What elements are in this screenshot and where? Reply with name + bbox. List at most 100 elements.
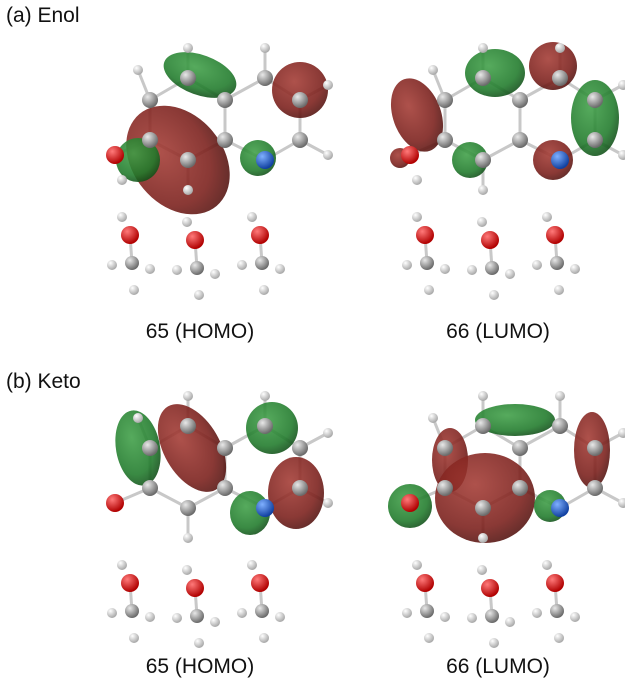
methanol-atom-h xyxy=(194,290,204,300)
methanol-atom-h xyxy=(505,269,515,279)
atom-h xyxy=(428,65,438,75)
atom-o xyxy=(106,146,124,164)
atom-c xyxy=(217,480,233,496)
methanol-atom-h xyxy=(477,565,487,575)
atom-h xyxy=(183,185,193,195)
caption-keto-lumo: 66 (LUMO) xyxy=(446,655,550,678)
methanol-atom-h xyxy=(172,613,182,623)
methanol-atom-o xyxy=(481,231,499,249)
atom-h xyxy=(183,43,193,53)
atom-n xyxy=(551,151,569,169)
atom-c xyxy=(475,418,491,434)
atom-c xyxy=(257,418,273,434)
atom-c xyxy=(180,152,196,168)
orbital-lobe-1 xyxy=(163,52,237,98)
atom-h xyxy=(555,391,565,401)
atom-h xyxy=(478,391,488,401)
atom-h xyxy=(618,498,625,508)
atom-c xyxy=(142,92,158,108)
molecule-panel-4 xyxy=(388,391,625,648)
methanol-atom-h xyxy=(107,608,117,618)
atom-c xyxy=(180,70,196,86)
atom-h xyxy=(478,43,488,53)
atom-h xyxy=(260,43,270,53)
methanol-atom-o xyxy=(121,574,139,592)
molecule-panel-3 xyxy=(106,391,333,648)
atom-c xyxy=(587,440,603,456)
methanol-atom-h xyxy=(424,285,434,295)
atom-h xyxy=(428,413,438,423)
methanol-atom-o xyxy=(121,226,139,244)
methanol-atom-h xyxy=(412,560,422,570)
methanol-atom-h xyxy=(505,617,515,627)
methanol-atom-h xyxy=(467,265,477,275)
methanol-atom-h xyxy=(237,608,247,618)
methanol-atom-h xyxy=(237,260,247,270)
orbital-lobe-2 xyxy=(272,62,328,118)
orbital-lobe-2 xyxy=(529,42,577,90)
orbital-lobe-5 xyxy=(452,142,488,178)
methanol-atom-h xyxy=(182,217,192,227)
atom-c xyxy=(512,132,528,148)
methanol-atom-o xyxy=(416,226,434,244)
atom-c xyxy=(180,418,196,434)
atom-c xyxy=(217,92,233,108)
atom-c xyxy=(437,440,453,456)
atom-c xyxy=(437,480,453,496)
atom-c xyxy=(180,500,196,516)
methanol-atom-h xyxy=(412,212,422,222)
methanol-atom-h xyxy=(194,638,204,648)
methanol-atom-h xyxy=(210,269,220,279)
methanol-atom-h xyxy=(467,613,477,623)
methanol-atom-h xyxy=(440,264,450,274)
methanol-atom-o xyxy=(186,579,204,597)
atom-c xyxy=(587,132,603,148)
atom-h xyxy=(323,428,333,438)
methanol-atom-c xyxy=(190,609,204,623)
atom-c xyxy=(292,132,308,148)
methanol-atom-h xyxy=(210,617,220,627)
atom-h xyxy=(555,43,565,53)
orbital-lobe-3 xyxy=(390,78,444,152)
atom-c xyxy=(292,480,308,496)
methanol-atom-c xyxy=(420,256,434,270)
methanol-atom-h xyxy=(129,285,139,295)
section-label-enol: (a) Enol xyxy=(6,4,80,27)
methanol-atom-h xyxy=(107,260,117,270)
methanol-atom-c xyxy=(485,261,499,275)
atom-c xyxy=(512,480,528,496)
atom-c xyxy=(475,152,491,168)
methanol-atom-h xyxy=(145,264,155,274)
orbital-lobe-4 xyxy=(435,453,535,543)
methanol-atom-o xyxy=(546,574,564,592)
methanol-atom-h xyxy=(117,212,127,222)
atom-h xyxy=(133,65,143,75)
atom-h xyxy=(183,391,193,401)
methanol-atom-o xyxy=(546,226,564,244)
methanol-atom-h xyxy=(275,612,285,622)
atom-c xyxy=(292,92,308,108)
atom-h xyxy=(618,80,625,90)
methanol-atom-h xyxy=(247,560,257,570)
methanol-atom-h xyxy=(145,612,155,622)
atom-o xyxy=(106,494,124,512)
methanol-atom-h xyxy=(172,265,182,275)
atom-h xyxy=(323,150,333,160)
orbital-lobe-4 xyxy=(571,80,619,156)
atom-c xyxy=(142,480,158,496)
methanol-atom-h xyxy=(554,633,564,643)
methanol-atom-h xyxy=(440,612,450,622)
methanol-atom-c xyxy=(420,604,434,618)
methanol-atom-h xyxy=(424,633,434,643)
atom-h xyxy=(323,80,333,90)
methanol-atom-h xyxy=(259,633,269,643)
atom-n xyxy=(256,151,274,169)
methanol-atom-o xyxy=(251,226,269,244)
caption-keto-homo: 65 (HOMO) xyxy=(145,655,255,678)
methanol-atom-h xyxy=(182,565,192,575)
atom-c xyxy=(552,418,568,434)
atom-h xyxy=(117,175,127,185)
atom-c xyxy=(217,132,233,148)
atom-h xyxy=(412,175,422,185)
